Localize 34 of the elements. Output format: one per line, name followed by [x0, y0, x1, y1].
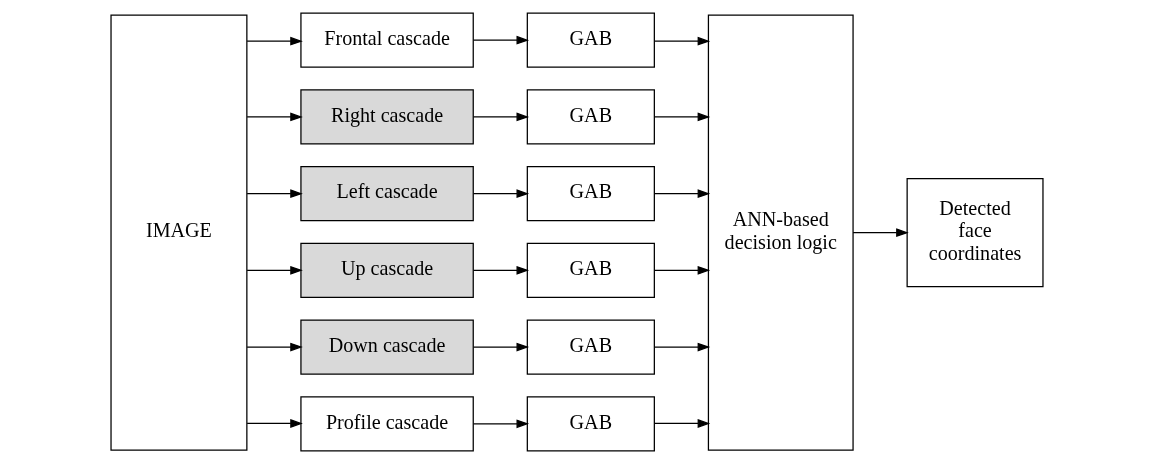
node-box: Detected face coordinates: [906, 177, 1044, 288]
node-box: ANN-based decision logic: [707, 14, 854, 451]
node-box: GAB: [526, 12, 655, 68]
arrow: [245, 419, 303, 428]
arrow: [245, 189, 303, 199]
arrow: [245, 112, 303, 122]
arrow: [245, 36, 303, 46]
arrow: [472, 265, 529, 275]
node-box: GAB: [526, 165, 655, 222]
node-box: GAB: [526, 396, 655, 452]
node-box: Frontal cascade: [299, 12, 474, 68]
node-box: Left cascade: [299, 165, 474, 222]
node-box: Right cascade: [299, 89, 474, 145]
arrow: [472, 189, 529, 199]
arrow: [653, 342, 710, 352]
arrow: [472, 112, 529, 122]
arrow: [472, 419, 529, 429]
arrow: [653, 112, 710, 122]
arrow: [472, 342, 529, 352]
arrow: [472, 35, 529, 45]
arrow: [653, 189, 710, 199]
arrow: [653, 419, 710, 428]
node-box: Down cascade: [299, 319, 474, 375]
node-box: GAB: [526, 242, 655, 299]
node-box: GAB: [526, 319, 655, 375]
node-box: Up cascade: [299, 242, 474, 299]
node-box: IMAGE: [109, 14, 247, 451]
node-box: GAB: [526, 89, 655, 145]
arrow: [851, 228, 909, 238]
arrow: [245, 265, 303, 275]
arrow: [653, 36, 710, 46]
arrow: [653, 265, 710, 275]
node-box: Profile cascade: [299, 396, 474, 452]
arrow: [245, 342, 303, 352]
